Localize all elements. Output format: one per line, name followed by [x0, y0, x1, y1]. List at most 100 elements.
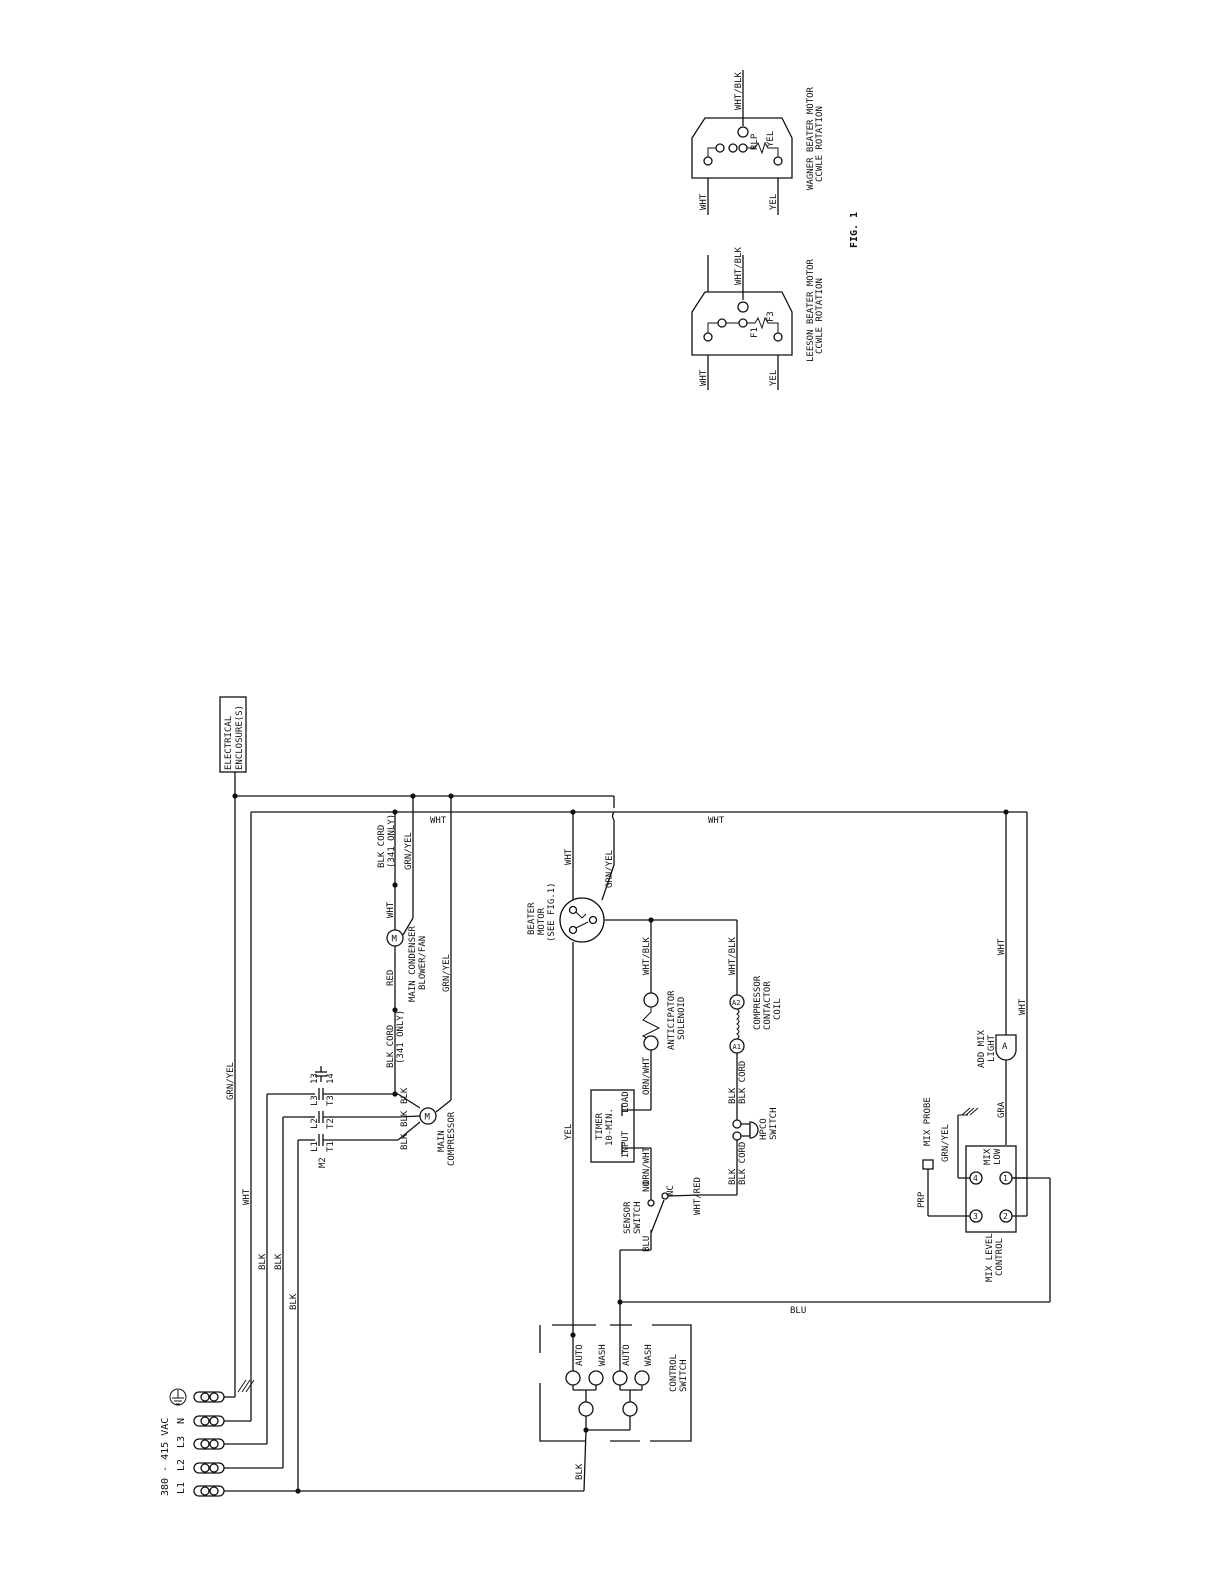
control-switch: AUTO WASH AUTO WASH CONTROL SWITCH: [539, 1324, 692, 1492]
coil-whtblk-label: WHT/BLK: [728, 936, 738, 975]
fig1-leeson-f3-label: F3: [766, 311, 776, 322]
hpco-label-2: SWITCH: [769, 1107, 779, 1140]
coil-label-1: COMPRESSOR: [753, 975, 763, 1030]
contactor-t3-label: T3: [326, 1095, 336, 1106]
mix-probe-label: MIX PROBE: [923, 1097, 933, 1146]
compressor-motor-symbol: M: [425, 1113, 431, 1123]
control-wash-label-2: WASH: [644, 1344, 654, 1366]
control-switch-label-2: SWITCH: [679, 1359, 689, 1392]
fig1-leeson-motor: WHT YEL WHT/BLK F1 F3 LEESON BEATER MOTO…: [691, 246, 825, 390]
fig1-wagner-caption-1: WAGNER BEATER MOTOR: [806, 86, 816, 190]
coil-a1-label: A1: [733, 1043, 741, 1051]
mix-probe: GRN/YEL MIX PROBE PRP: [917, 1097, 979, 1217]
neutral-bus-label-right: WHT: [708, 816, 725, 826]
hpco-blk-label: BLK: [728, 1168, 738, 1185]
compressor-wire-1-label: BLK: [400, 1133, 410, 1150]
compressor-label-1: MAIN: [437, 1130, 447, 1152]
add-mix-label-1: ADD MIX: [977, 1029, 987, 1068]
condenser-cord-label-2: (341 ONLY): [396, 1010, 406, 1064]
ground-icon: [169, 1388, 187, 1406]
coil-blk-cord-label-2: BLK CORD: [738, 1061, 748, 1104]
fig1-wagner-motor: WHT YEL WHT/BLK RLP YEL WAGNER BEATER MO…: [691, 70, 825, 215]
condenser-top-cord-label-1: BLK CORD: [377, 825, 387, 868]
fig1-leeson-yel-label: YEL: [769, 370, 779, 386]
neutral-wire-label: WHT: [242, 1188, 252, 1205]
contactor-l1-label: L1: [310, 1141, 320, 1152]
beater-ground-label: GRN/YEL: [605, 850, 615, 888]
timer-orn-label: ORN/WHT: [642, 1146, 652, 1185]
main-compressor: M BLK BLK BLK MAIN COMPRESSOR GRN/YEL: [397, 793, 457, 1166]
control-switch-label-1: CONTROL: [669, 1354, 679, 1392]
contactor-t1-label: T1: [326, 1141, 336, 1152]
fig1-wagner-yel-label: YEL: [769, 194, 779, 210]
compressor-ground-label: GRN/YEL: [442, 954, 452, 992]
fig1-leeson-whtblk-label: WHT/BLK: [734, 246, 744, 285]
fig1-wagner-caption-2: CCWLE ROTATION: [815, 106, 825, 182]
ground-wire: GRN/YEL: [224, 772, 615, 1398]
solenoid-whtblk-label: WHT/BLK: [642, 936, 652, 975]
add-mix-gra-label: GRA: [997, 1101, 1007, 1118]
mix-level-terminal-1: 1: [1003, 1174, 1008, 1183]
hpco-switch: HPCO SWITCH BLK BLK CORD WHT/RED: [693, 1107, 779, 1215]
sensor-no-label: NO: [642, 1181, 652, 1192]
m2-contactor: L3 L2 L1 T3 T2 T1 13 14 M2: [308, 1066, 398, 1168]
anticipator-solenoid: WHT/BLK ORN/WHT ANTICIPATOR SOLENOID: [641, 920, 687, 1110]
mix-low-label-1: MIX: [983, 1148, 993, 1165]
contactor-t2-label: T2: [326, 1118, 336, 1129]
l1-wire: BLK BLK: [224, 1139, 585, 1494]
coil-label-2: CONTACTOR: [763, 981, 773, 1030]
enclosure-label-2: ENCLOSURE(S): [235, 705, 245, 770]
beater-label-3: (SEE FIG.1): [547, 882, 557, 942]
fig1-wagner-whtblk-label: WHT/BLK: [734, 71, 744, 110]
supply-voltage-label: 380 - 415 VAC: [160, 1418, 171, 1496]
l1-wire-label: BLK: [289, 1293, 299, 1310]
condenser-label-1: MAIN CONDENSER: [408, 926, 418, 1002]
solenoid-ornwht-label: ORN/WHT: [642, 1056, 652, 1095]
mix-level-label-2: CONTROL: [995, 1238, 1005, 1276]
mix-probe-grn-label: GRN/YEL: [941, 1124, 951, 1162]
mix-level-control: 4 1 3 2 MIX LOW MIX LEVEL CONTROL: [965, 1145, 1028, 1282]
sensor-label-1: SENSOR: [623, 1201, 633, 1234]
mix-probe-prp-label: PRP: [917, 1191, 927, 1208]
beater-wht-label: WHT: [564, 848, 574, 865]
fig1-wagner-yel-inner-label: YEL: [766, 131, 776, 147]
mix-low-label-2: LOW: [993, 1148, 1003, 1165]
beater-motor: WHT GRN/YEL BEATER MOTOR (SEE FIG.1) YEL: [527, 812, 737, 1335]
hpco-cord-label: BLK CORD: [738, 1142, 748, 1185]
control-wash-label-1: WASH: [598, 1344, 608, 1366]
condenser-top-cord-label-2: (341 ONLY): [387, 814, 397, 868]
compressor-label-2: COMPRESSOR: [447, 1111, 457, 1166]
sensor-switch: NO NC SENSOR SWITCH BLU: [619, 1181, 701, 1302]
neutral-bus-label-left: WHT: [430, 816, 447, 826]
sensor-blu-label: BLU: [642, 1236, 652, 1252]
contactor-l2-label: L2: [310, 1118, 320, 1129]
condenser-cord-label-1: BLK CORD: [386, 1025, 396, 1068]
timer-input-label: INPUT: [621, 1130, 631, 1158]
hpco-whtred-label: WHT/RED: [693, 1177, 703, 1215]
fig1-leeson-caption-1: LEESON BEATER MOTOR: [806, 258, 816, 362]
neutral-wire: WHT WHT WHT: [224, 809, 1027, 1422]
condenser-wht-label: WHT: [386, 901, 396, 918]
ground-wire-label: GRN/YEL: [226, 1062, 236, 1100]
beater-yel-label: YEL: [564, 1124, 574, 1140]
contactor-l3-label: L3: [310, 1095, 320, 1106]
timer-label-2: 10-MIN.: [605, 1108, 615, 1146]
terminal-l1-label: L1: [176, 1482, 187, 1494]
terminal-ground: [193, 1391, 225, 1403]
l3-wire-label: BLK: [258, 1253, 268, 1270]
condenser-motor-symbol: M: [392, 935, 398, 945]
contactor-aux-14-label: 14: [326, 1073, 336, 1084]
coil-label-3: COIL: [773, 998, 783, 1020]
solenoid-label-1: ANTICIPATOR: [667, 990, 677, 1050]
contactor-aux-13-label: 13: [310, 1073, 320, 1084]
mix-level-terminal-2: 2: [1003, 1212, 1008, 1221]
fig1-leeson-f1-label: F1: [750, 327, 760, 338]
l2-wire-label: BLK: [274, 1253, 284, 1270]
l3-wire: BLK: [224, 1093, 308, 1445]
fig1-wagner-wht-label: WHT: [699, 193, 709, 210]
contactor-name-label: M2: [318, 1157, 328, 1168]
sensor-nc-label: NC: [666, 1185, 676, 1196]
enclosure-label-1: ELECTRICAL: [224, 716, 234, 770]
coil-a2-label: A2: [732, 999, 740, 1007]
